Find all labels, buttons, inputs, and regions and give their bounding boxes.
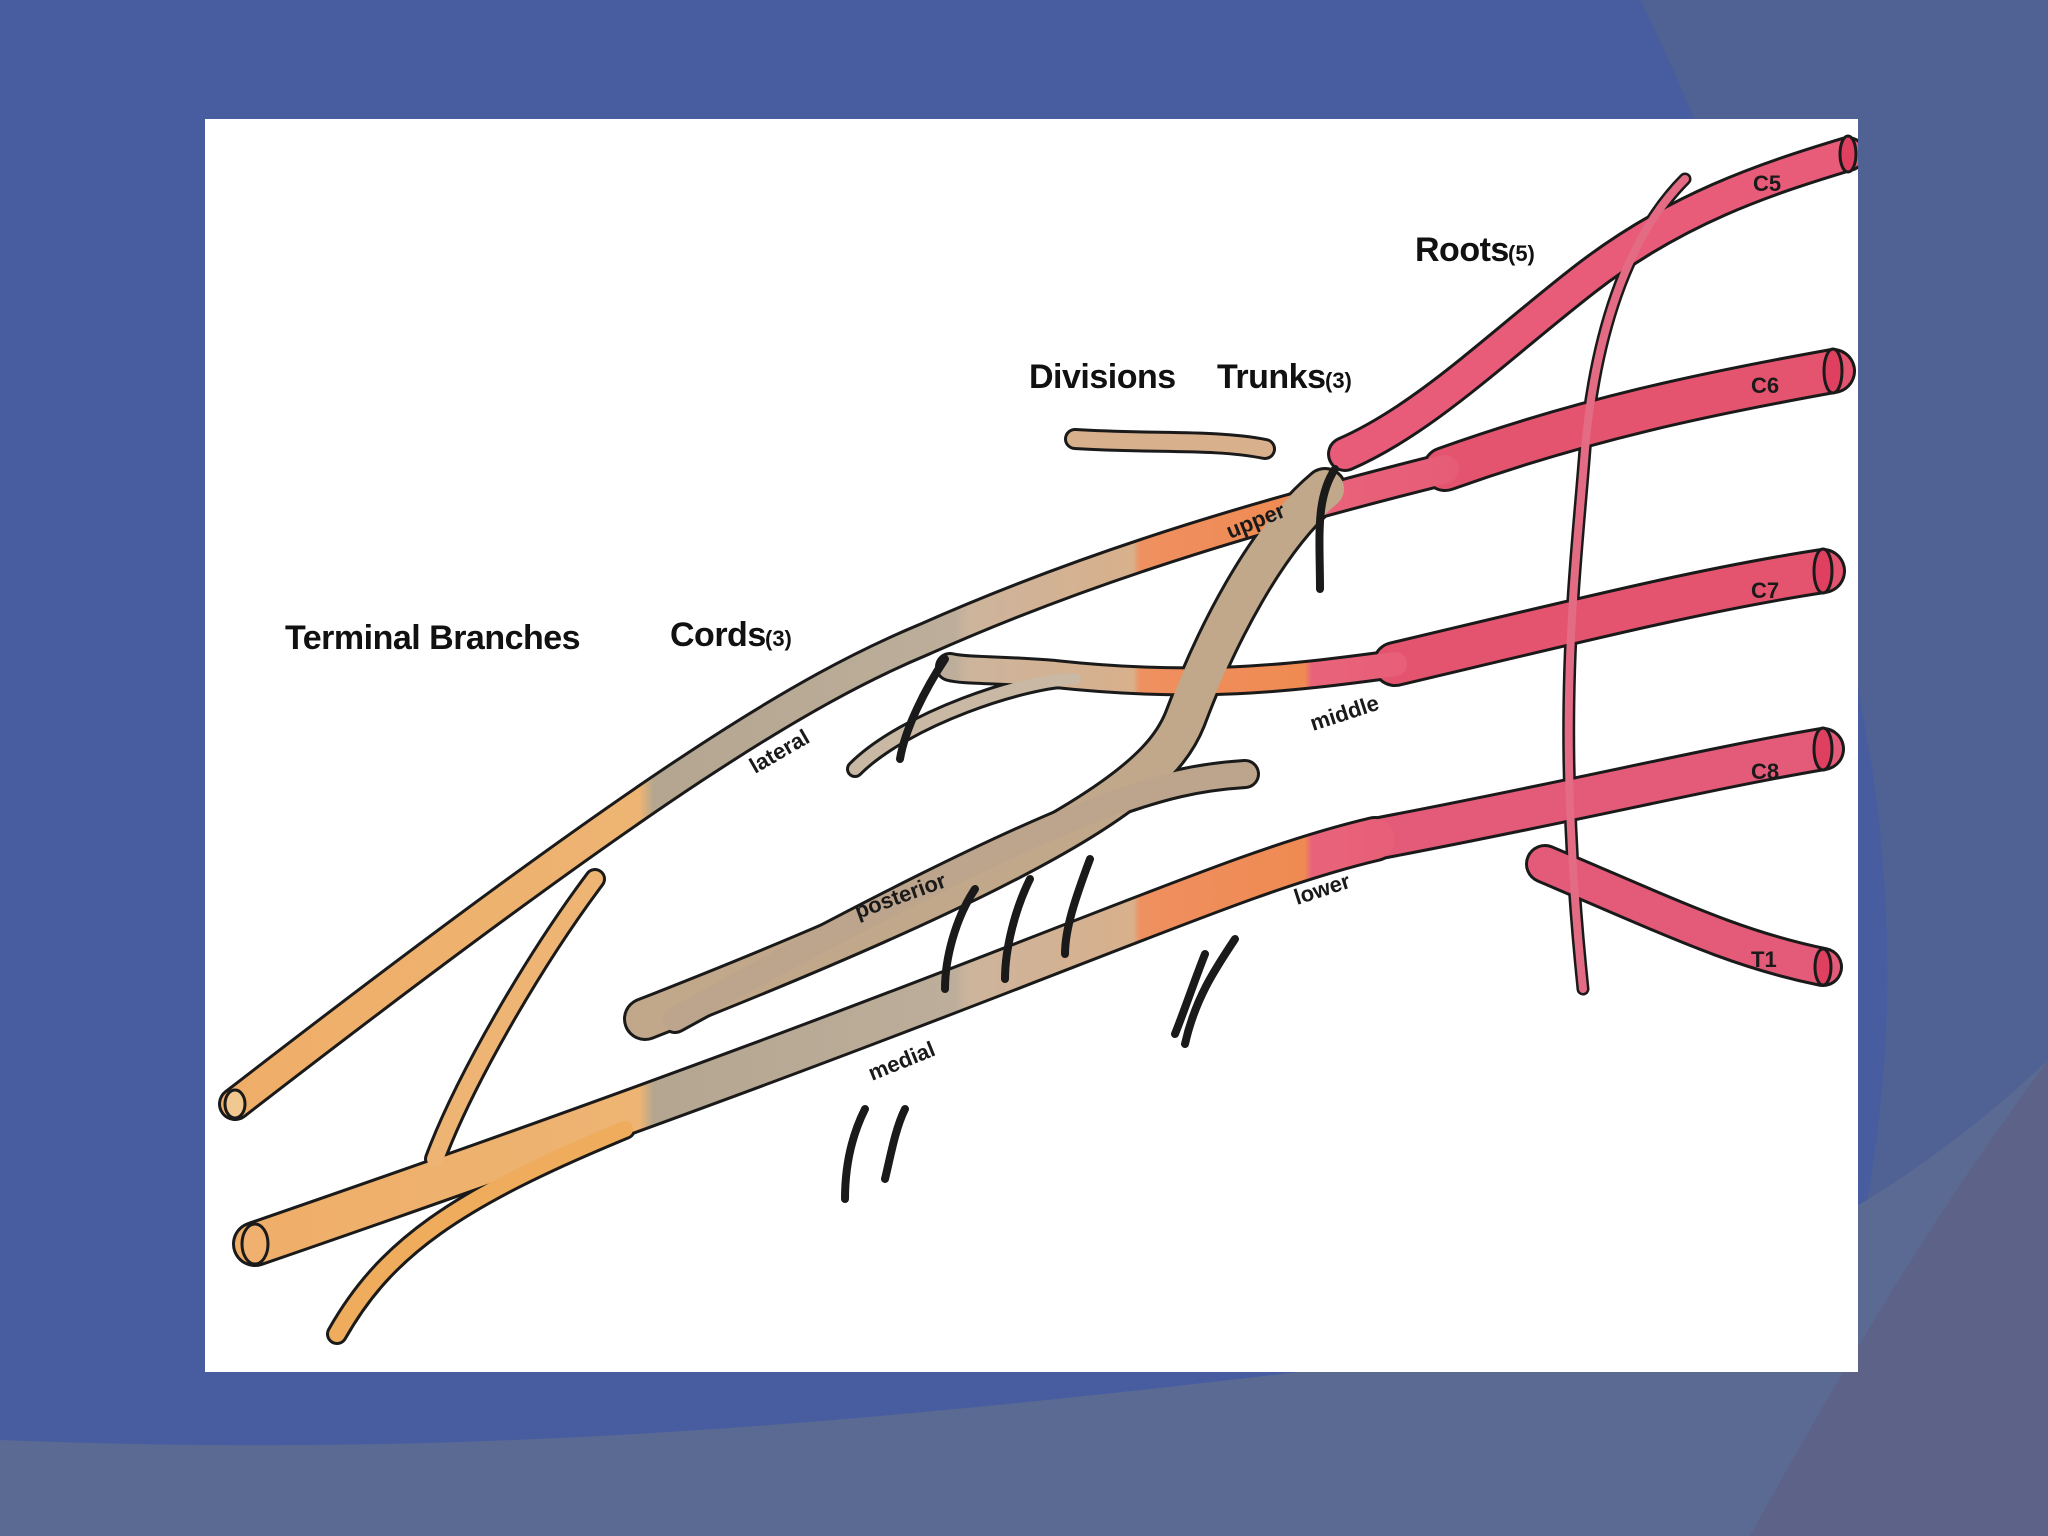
root-label-c7: C7 [1751, 578, 1779, 603]
heading-terminal-branches: Terminal Branches [285, 619, 580, 657]
root-label-c6: C6 [1751, 373, 1779, 398]
root-t1-nerve [1545, 864, 1823, 967]
root-label-t1: T1 [1751, 947, 1777, 972]
suprascapular-branch [1075, 439, 1265, 449]
heading-roots-count: (5) [1508, 241, 1535, 266]
trunk-label-middle: middle [1307, 690, 1382, 736]
heading-trunks: Trunks [1217, 358, 1325, 396]
posterior-cord [645, 489, 1325, 1019]
heading-trunks-count: (3) [1325, 368, 1352, 393]
root-label-c5: C5 [1753, 171, 1781, 196]
lower-trunk-medial-cord [255, 839, 1375, 1244]
nerve-fills [235, 154, 1848, 1334]
root-label-c8: C8 [1751, 759, 1779, 784]
lateral-branch [855, 679, 1075, 769]
heading-cords-count: (3) [765, 626, 792, 651]
heading-roots: Roots [1415, 231, 1509, 269]
diagram-card: Terminal Branches Cords (3) Divisions Tr… [205, 119, 1858, 1372]
brachial-plexus-diagram: Terminal Branches Cords (3) Divisions Tr… [205, 119, 1858, 1372]
heading-cords: Cords [670, 616, 766, 654]
heading-divisions: Divisions [1029, 358, 1176, 396]
